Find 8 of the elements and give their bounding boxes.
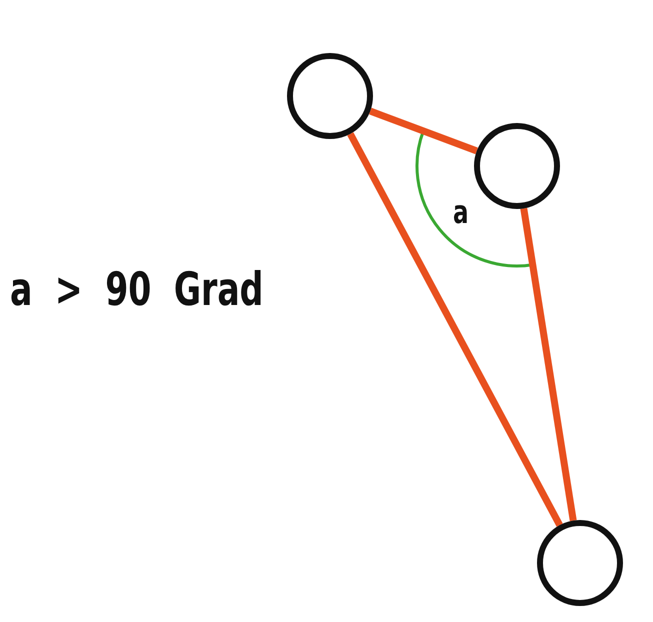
circle	[474, 123, 560, 209]
line	[520, 208, 577, 522]
line	[347, 132, 563, 527]
circle	[537, 520, 623, 606]
angle-condition: a > 90 Grad	[10, 262, 264, 316]
circle	[287, 53, 373, 139]
angle-label: a	[453, 193, 469, 231]
line	[369, 108, 478, 154]
